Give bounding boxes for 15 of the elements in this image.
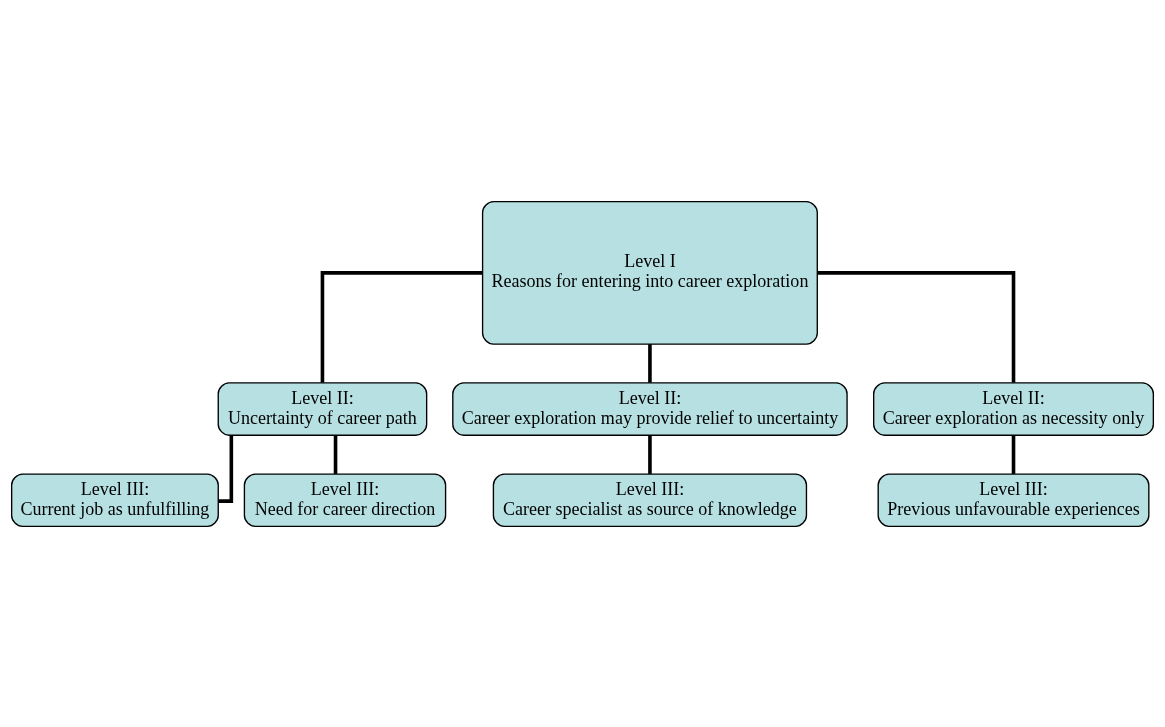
connector	[320, 270, 483, 383]
node-box: Level II: Uncertainty of career path	[217, 381, 428, 436]
connector	[648, 343, 652, 383]
node-box: Level III: Current job as unfulfilling	[10, 472, 219, 527]
node-box: Level II: Career exploration as necessity only	[873, 381, 1155, 436]
node-box: Level III: Need for career direction	[243, 472, 447, 527]
node-box: Level II: Career exploration may provide relief to uncertainty	[452, 381, 848, 436]
node-box: Level III: Career specialist as source of knowledge	[492, 472, 808, 527]
connector	[648, 434, 652, 474]
connector	[817, 270, 1016, 383]
node-box: Level I Reasons for entering into career exploration	[481, 200, 818, 345]
node-box: Level III: Previous unfavourable experiences	[877, 472, 1150, 527]
connector	[333, 434, 338, 474]
connector	[218, 435, 234, 503]
connector	[1011, 434, 1016, 474]
